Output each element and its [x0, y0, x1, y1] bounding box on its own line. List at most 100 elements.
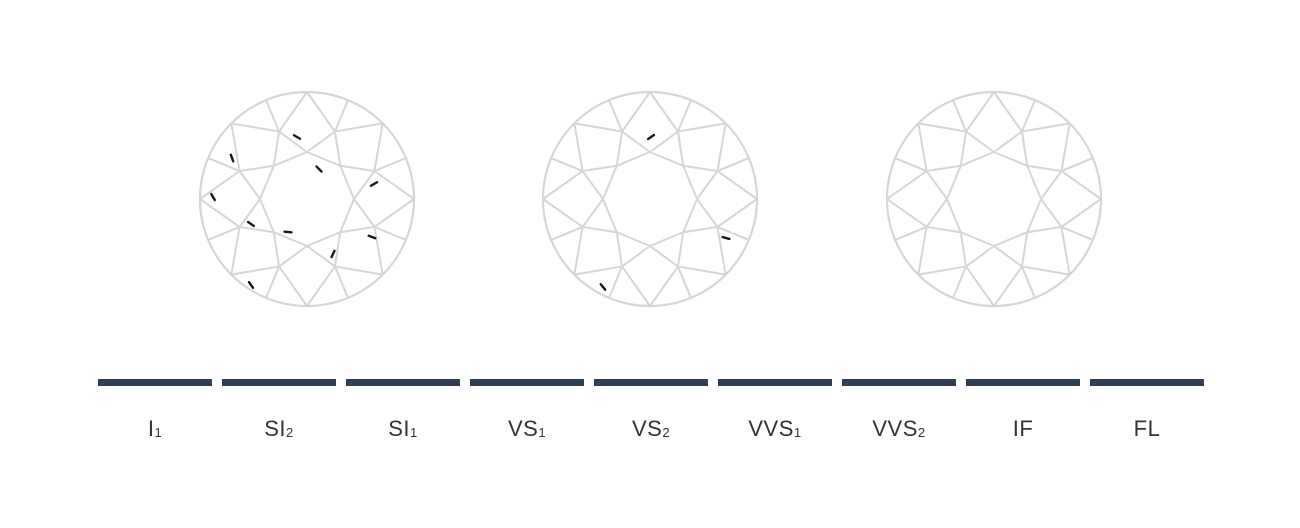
bezel-facet-edge [373, 226, 384, 275]
star-facet-edge [615, 232, 624, 267]
grade-label: I1 [148, 416, 162, 442]
star-facet-edge [926, 164, 961, 173]
bezel-facet-edge [574, 265, 623, 276]
inclusion-mark [599, 283, 607, 291]
star-facet-edge [340, 225, 375, 234]
star-facet-edge [1040, 198, 1063, 228]
bezel-facet-edge [677, 122, 726, 133]
star-facet-edge [993, 130, 1023, 153]
bezel-facet-edge [649, 265, 679, 307]
bezel-facet-edge [1060, 170, 1102, 200]
bezel-facet-edge [1021, 122, 1070, 133]
table-edge [259, 165, 275, 200]
table-edge [339, 198, 355, 233]
grade-label: SI1 [388, 416, 418, 442]
table-edge [946, 198, 962, 233]
grade-label-base: I [147, 416, 155, 441]
table-edge [993, 151, 1028, 167]
star-facet-edge [333, 232, 342, 267]
grade-label-subscript: 1 [793, 425, 802, 440]
table-edge [339, 165, 355, 200]
bezel-facet-edge [918, 122, 967, 133]
table-edge [946, 165, 962, 200]
bezel-facet-edge [278, 91, 308, 133]
star-facet-edge [278, 245, 308, 268]
table-edge [259, 198, 275, 233]
star-facet-edge [1020, 232, 1029, 267]
grade-label: SI2 [264, 416, 294, 442]
star-facet-edge [272, 131, 281, 166]
grade-label: IF [1013, 416, 1034, 442]
girdle-facet-edge [550, 226, 583, 241]
bezel-facet-edge [306, 91, 336, 133]
star-facet-edge [925, 170, 948, 200]
grade-label-base: FL [1133, 416, 1161, 441]
table-edge [616, 151, 651, 167]
star-facet-edge [238, 170, 261, 200]
table-edge [960, 151, 995, 167]
star-facet-edge [340, 164, 375, 173]
grade-bar [346, 379, 460, 386]
grade-bar [222, 379, 336, 386]
inclusion-mark [721, 235, 731, 241]
grade-bar [718, 379, 832, 386]
inclusion-mark [229, 153, 235, 163]
bezel-facet-edge [278, 265, 308, 307]
girdle-facet-edge [374, 226, 407, 241]
grade-label-base: IF [1012, 416, 1034, 441]
grade-bar [966, 379, 1080, 386]
bezel-facet-edge [230, 226, 241, 275]
grade-label-base: VVS [748, 416, 794, 441]
bezel-facet-edge [621, 265, 651, 307]
girdle-facet-edge [952, 266, 967, 299]
star-facet-edge [582, 164, 617, 173]
bezel-facet-edge [573, 226, 584, 275]
girdle-facet-edge [1021, 99, 1036, 132]
table-edge [273, 151, 308, 167]
girdle-facet-edge [265, 99, 280, 132]
bezel-facet-edge [677, 265, 726, 276]
grade-label: VVS2 [872, 416, 925, 442]
bezel-facet-edge [917, 226, 928, 275]
star-facet-edge [959, 232, 968, 267]
star-facet-edge [1027, 225, 1062, 234]
star-facet-edge [696, 198, 719, 228]
girdle-facet-edge [334, 266, 349, 299]
table-edge [273, 231, 308, 247]
star-facet-edge [649, 245, 679, 268]
table-edge [682, 198, 698, 233]
star-facet-edge [278, 130, 308, 153]
girdle-facet-edge [717, 226, 750, 241]
grade-bar [1090, 379, 1204, 386]
star-facet-edge [649, 130, 679, 153]
inclusion-mark [283, 230, 293, 234]
star-facet-edge [615, 131, 624, 166]
inclusion-mark [246, 220, 256, 228]
grade-label-subscript: 1 [410, 425, 418, 440]
clarity-grade-vs2: VS2 [594, 379, 708, 442]
grade-label: VS2 [632, 416, 670, 442]
star-facet-edge [581, 198, 604, 228]
grade-label-base: SI [388, 416, 411, 441]
included-diamond [198, 90, 416, 308]
bezel-facet-edge [334, 122, 383, 133]
inclusion-mark [646, 133, 656, 141]
star-facet-edge [696, 170, 719, 200]
bezel-facet-edge [649, 91, 679, 133]
girdle-facet-edge [207, 157, 240, 172]
grade-label-subscript: 2 [286, 425, 294, 440]
star-facet-edge [353, 198, 376, 228]
bezel-facet-edge [542, 198, 584, 228]
table-edge [993, 231, 1028, 247]
clarity-grade-si1: SI1 [346, 379, 460, 442]
table-edge [960, 231, 995, 247]
bezel-facet-edge [993, 265, 1023, 307]
inclusion-mark [210, 192, 216, 202]
table-edge [1026, 198, 1042, 233]
very-slightly-included-diamond [541, 90, 759, 308]
girdle-facet-edge [550, 157, 583, 172]
clarity-grade-vs1: VS1 [470, 379, 584, 442]
grade-label-base: VVS [872, 416, 918, 441]
girdle-facet-edge [894, 157, 927, 172]
